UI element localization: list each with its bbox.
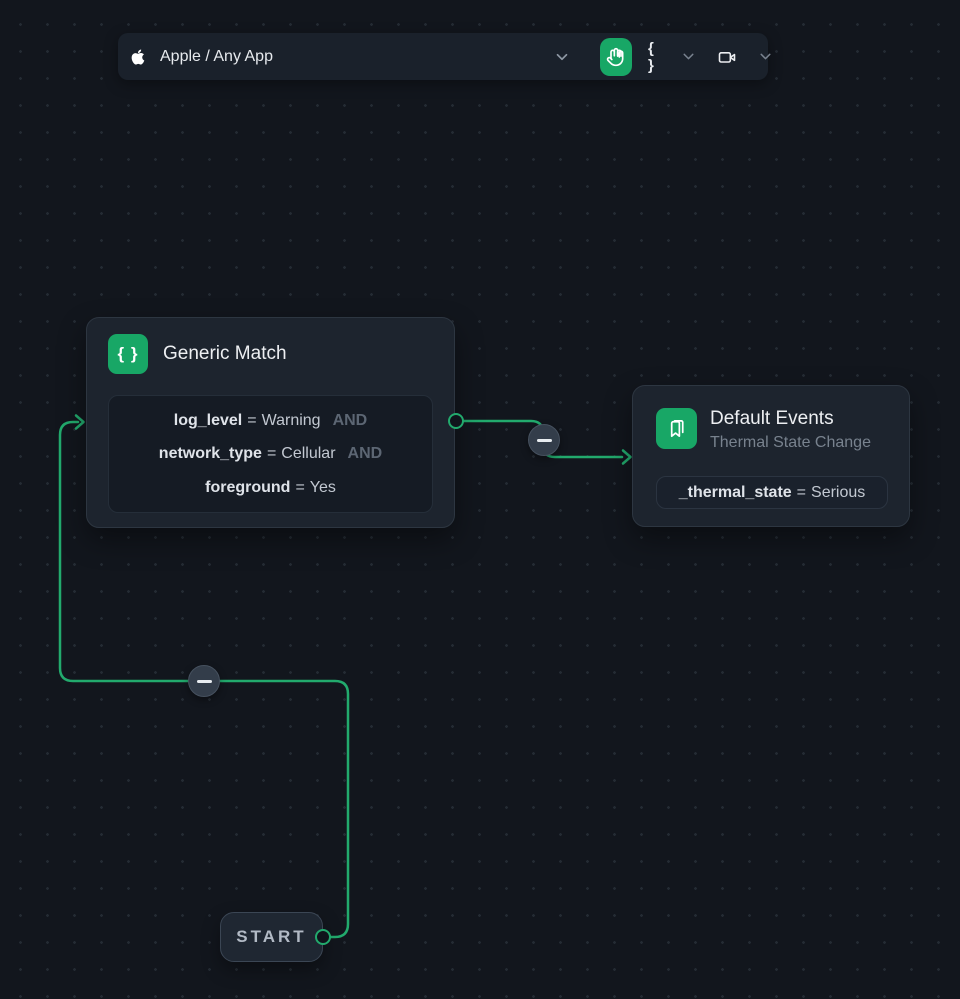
node-title: Generic Match (163, 343, 287, 364)
collapse-wire-badge[interactable] (528, 424, 560, 456)
node-header: { } Generic Match (87, 318, 454, 374)
record-video-button[interactable] (713, 45, 741, 69)
condition-conjunction: AND (332, 411, 368, 429)
condition-operator: = (295, 478, 305, 496)
condition-value: Serious (811, 483, 866, 501)
node-default-events[interactable]: Default Events Thermal State Change _the… (632, 385, 910, 527)
condition-row: network_type = Cellular AND (159, 445, 382, 463)
hand-icon (606, 47, 626, 67)
chevron-down-icon (680, 48, 697, 65)
minus-icon (196, 679, 212, 683)
condition-pill[interactable]: _thermal_state = Serious (656, 476, 888, 509)
condition-key: _thermal_state (678, 483, 792, 501)
app-selector-label: Apple / Any App (160, 47, 273, 65)
start-node[interactable]: START (220, 912, 323, 962)
condition-value: Yes (309, 478, 336, 496)
conditions-panel[interactable]: log_level = Warning AND network_type = C… (108, 395, 433, 513)
bookmark-icon (656, 408, 697, 449)
node-header: Default Events Thermal State Change (633, 386, 909, 452)
top-toolbar: Apple / Any App { } (118, 33, 771, 80)
condition-key: foreground (205, 478, 291, 496)
condition-operator: = (796, 483, 807, 501)
minus-icon (536, 438, 552, 442)
node-subtitle: Thermal State Change (710, 434, 871, 451)
condition-value: Cellular (281, 445, 336, 462)
braces-dropdown-button[interactable] (678, 46, 699, 67)
node-generic-match[interactable]: { } Generic Match log_level = Warning AN… (86, 317, 455, 528)
app-selector-dropdown[interactable]: Apple / Any App (118, 33, 587, 80)
collapse-wire-badge[interactable] (188, 665, 220, 697)
braces-icon: { } (108, 334, 148, 374)
condition-key: network_type (158, 445, 262, 462)
node-title: Default Events (710, 408, 834, 429)
condition-operator: = (266, 445, 277, 462)
condition-key: log_level (173, 411, 243, 429)
record-dropdown-button[interactable] (755, 46, 776, 67)
condition-row: log_level = Warning AND (174, 412, 367, 430)
arrowhead-icon (621, 449, 632, 465)
arrowhead-icon (74, 414, 85, 430)
apple-icon (128, 47, 148, 67)
start-label: START (236, 927, 307, 946)
pan-tool-button[interactable] (600, 37, 632, 76)
video-camera-icon (715, 47, 739, 67)
condition-row: foreground = Yes (205, 479, 336, 497)
output-port-generic-match[interactable] (448, 413, 464, 429)
condition-conjunction: AND (347, 445, 383, 462)
condition-value: Warning (261, 411, 321, 429)
braces-mode-button[interactable]: { } (648, 39, 656, 74)
toolbar-actions: { } (587, 33, 789, 80)
chevron-down-icon (553, 48, 571, 66)
output-port-start[interactable] (315, 929, 331, 945)
condition-operator: = (247, 411, 257, 429)
node-title-block: Default Events Thermal State Change (710, 408, 871, 452)
chevron-down-icon (757, 48, 774, 65)
